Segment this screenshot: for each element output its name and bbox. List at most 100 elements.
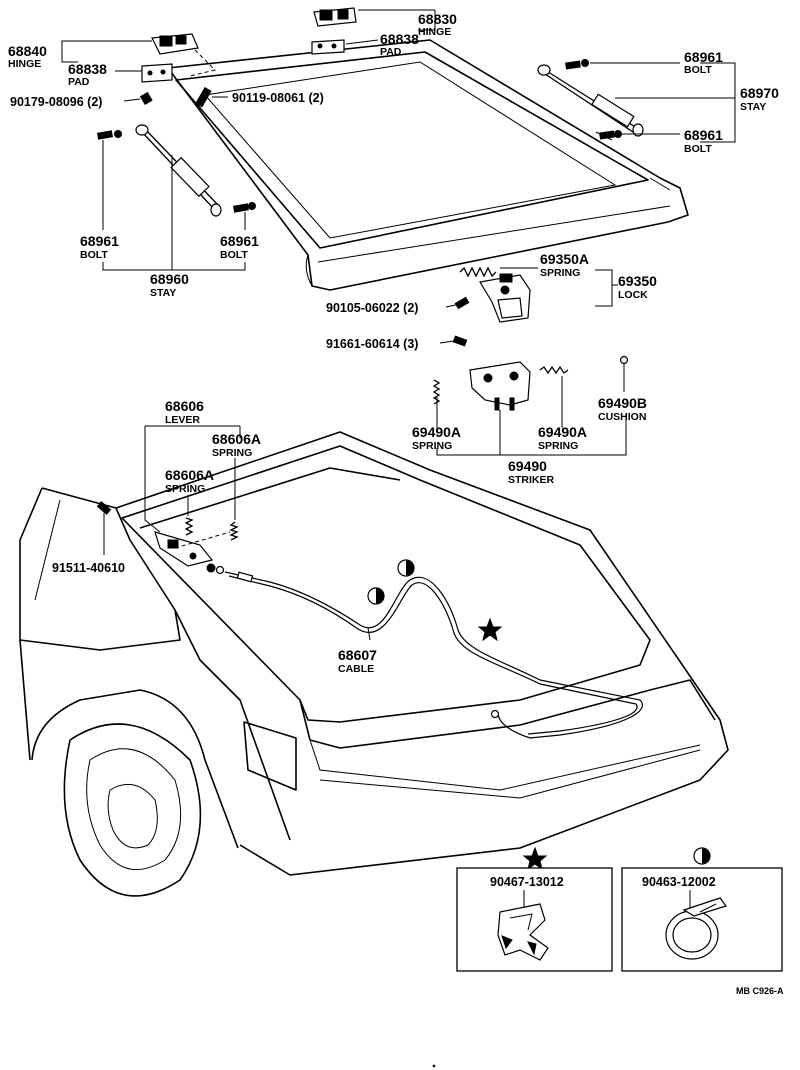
label-lever-68606: 68606 LEVER xyxy=(165,398,204,426)
callout-lines xyxy=(61,9,736,641)
part-name: STAY xyxy=(150,287,176,299)
part-number: 68838 xyxy=(68,61,107,77)
label-striker-69490: 69490 STRIKER xyxy=(508,458,555,486)
clamp-marker-half-2 xyxy=(367,587,385,605)
part-name: CUSHION xyxy=(598,411,646,423)
part-number: 68970 xyxy=(740,85,779,101)
part-number: 69490B xyxy=(598,395,647,411)
part-number: 68607 xyxy=(338,647,377,663)
label-pad-68838-left: 68838 PAD xyxy=(68,61,107,88)
label-spring-69490A-left: 69490A SPRING xyxy=(412,424,461,452)
label-screw-90105: 90105-06022 (2) xyxy=(326,301,418,315)
part-number: 91661-60614 (3) xyxy=(326,337,418,351)
part-name: CABLE xyxy=(338,663,374,675)
part-number: 68838 xyxy=(380,31,419,47)
diagram-code: MB C926-A xyxy=(736,986,784,996)
part-name: BOLT xyxy=(684,64,712,76)
bolt-left-b xyxy=(233,202,256,213)
stay-left xyxy=(135,124,222,217)
clip-drawing xyxy=(497,903,549,961)
label-screw-91661: 91661-60614 (3) xyxy=(326,337,418,351)
part-name: SPRING xyxy=(165,483,205,495)
inset-part-number: 90463-12002 xyxy=(642,875,716,889)
label-spring-68606A-upper: 68606A SPRING xyxy=(212,431,261,459)
label-bolt-right-lower: 68961 BOLT xyxy=(684,127,723,155)
back-door-panel xyxy=(167,39,689,291)
part-number: 68840 xyxy=(8,43,47,59)
label-screw-90179: 90179-08096 (2) xyxy=(10,95,102,109)
part-number: 90119-08061 (2) xyxy=(232,91,324,105)
part-number: 68961 xyxy=(684,127,723,143)
label-bolt-91511: 91511-40610 xyxy=(52,561,125,575)
part-name: PAD xyxy=(68,76,90,88)
part-number: 90105-06022 (2) xyxy=(326,301,418,315)
screw-91661 xyxy=(452,335,468,347)
band-clamp-drawing xyxy=(665,897,727,960)
part-number: 91511-40610 xyxy=(52,561,125,575)
hinge-right xyxy=(313,7,357,27)
part-number: 69490A xyxy=(538,424,587,440)
part-number: 68606 xyxy=(165,398,204,414)
cable xyxy=(215,565,643,739)
screw-90179 xyxy=(139,91,153,106)
lever xyxy=(154,531,231,573)
part-number: 68961 xyxy=(684,49,723,65)
lock-spring xyxy=(459,266,497,278)
clamp-marker-star xyxy=(477,617,503,642)
label-cable-68607: 68607 CABLE xyxy=(338,647,377,675)
part-number: 68961 xyxy=(80,233,119,249)
part-name: STRIKER xyxy=(508,474,555,486)
part-name: BOLT xyxy=(220,249,248,261)
striker-spring-right xyxy=(539,365,569,375)
cushion xyxy=(619,355,629,365)
inset-half-clamp: 90463-12002 xyxy=(621,847,783,972)
part-name: SPRING xyxy=(212,447,252,459)
part-name: BOLT xyxy=(684,143,712,155)
part-name: LOCK xyxy=(618,289,648,301)
part-number: 69490 xyxy=(508,458,547,474)
striker xyxy=(469,361,531,411)
clamp-marker-half-1 xyxy=(397,559,415,577)
label-bolt-left-b: 68961 BOLT xyxy=(220,233,259,261)
part-name: HINGE xyxy=(418,26,451,38)
label-spring-68606A-lower: 68606A SPRING xyxy=(165,467,214,495)
svg-text:MB C926-A: MB C926-A xyxy=(736,986,784,996)
part-name: SPRING xyxy=(412,440,452,452)
lever-spring-a xyxy=(184,517,194,536)
screw-90119 xyxy=(195,87,212,108)
part-number: 69350A xyxy=(540,251,589,267)
inset-star-clamp: 90467-13012 xyxy=(456,846,613,972)
stay-right xyxy=(537,64,644,137)
label-pad-68838-right: 68838 PAD xyxy=(380,31,419,58)
pad-left xyxy=(141,63,173,83)
part-name: LEVER xyxy=(165,414,200,426)
part-name: SPRING xyxy=(540,267,580,279)
part-number: 68960 xyxy=(150,271,189,287)
label-hinge-68840: 68840 HINGE xyxy=(8,43,47,70)
label-cushion-69490B: 69490B CUSHION xyxy=(598,395,647,423)
part-number: 68961 xyxy=(220,233,259,249)
part-number: 68606A xyxy=(212,431,261,447)
part-number: 69350 xyxy=(618,273,657,289)
part-name: STAY xyxy=(740,101,766,113)
label-stay-68970: 68970 STAY xyxy=(740,85,779,113)
label-spring-69490A-right: 69490A SPRING xyxy=(538,424,587,452)
label-hinge-68830: 68830 HINGE xyxy=(418,11,457,38)
bolt-right-lower xyxy=(599,130,622,140)
label-lock-69350: 69350 LOCK xyxy=(618,273,657,301)
lever-spring-b xyxy=(229,521,239,541)
inset-part-number: 90467-13012 xyxy=(490,875,564,889)
screw-90105 xyxy=(454,296,470,310)
label-spring-69350A: 69350A SPRING xyxy=(540,251,589,279)
part-name: PAD xyxy=(380,46,402,58)
part-name: SPRING xyxy=(538,440,578,452)
bolt-left-a xyxy=(97,130,122,140)
label-stay-68960: 68960 STAY xyxy=(150,271,189,299)
part-name: BOLT xyxy=(80,249,108,261)
part-name: HINGE xyxy=(8,58,41,70)
hinge-left xyxy=(151,33,216,77)
pad-right xyxy=(311,39,345,55)
part-number: 68830 xyxy=(418,11,457,27)
